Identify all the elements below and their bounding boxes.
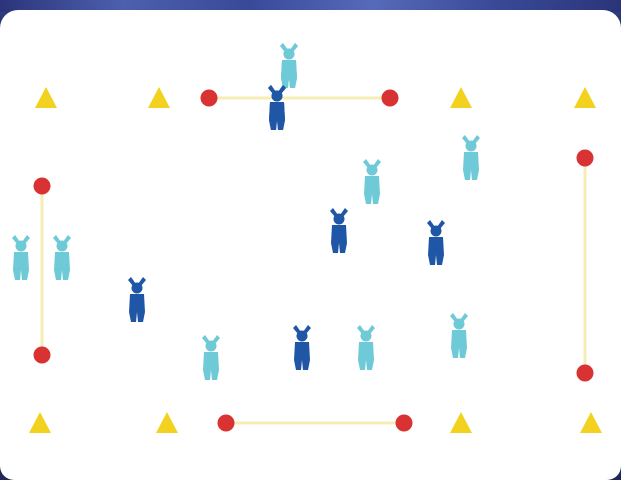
marker-dot — [34, 178, 51, 195]
player-light-icon — [280, 43, 298, 88]
player-dark-icon — [427, 220, 445, 265]
player-dark-icon — [128, 277, 146, 322]
drill-field — [0, 10, 621, 480]
marker-dot — [34, 347, 51, 364]
marker-dot — [382, 90, 399, 107]
cone-icon — [148, 87, 170, 108]
drill-board — [0, 10, 621, 480]
player-light-icon — [12, 235, 30, 280]
cone-icon — [574, 87, 596, 108]
player-light-icon — [363, 159, 381, 204]
player-dark-icon — [330, 208, 348, 253]
player-light-icon — [202, 335, 220, 380]
marker-dot — [577, 365, 594, 382]
marker-dot — [218, 415, 235, 432]
cone-icon — [580, 412, 602, 433]
cone-icon — [156, 412, 178, 433]
marker-dot — [577, 150, 594, 167]
player-light-icon — [53, 235, 71, 280]
player-light-icon — [462, 135, 480, 180]
marker-dot — [201, 90, 218, 107]
cone-icon — [450, 87, 472, 108]
cone-icon — [29, 412, 51, 433]
cone-icon — [450, 412, 472, 433]
player-dark-icon — [293, 325, 311, 370]
marker-dot — [396, 415, 413, 432]
player-dark-icon — [268, 85, 286, 130]
player-light-icon — [357, 325, 375, 370]
cone-icon — [35, 87, 57, 108]
player-light-icon — [450, 313, 468, 358]
